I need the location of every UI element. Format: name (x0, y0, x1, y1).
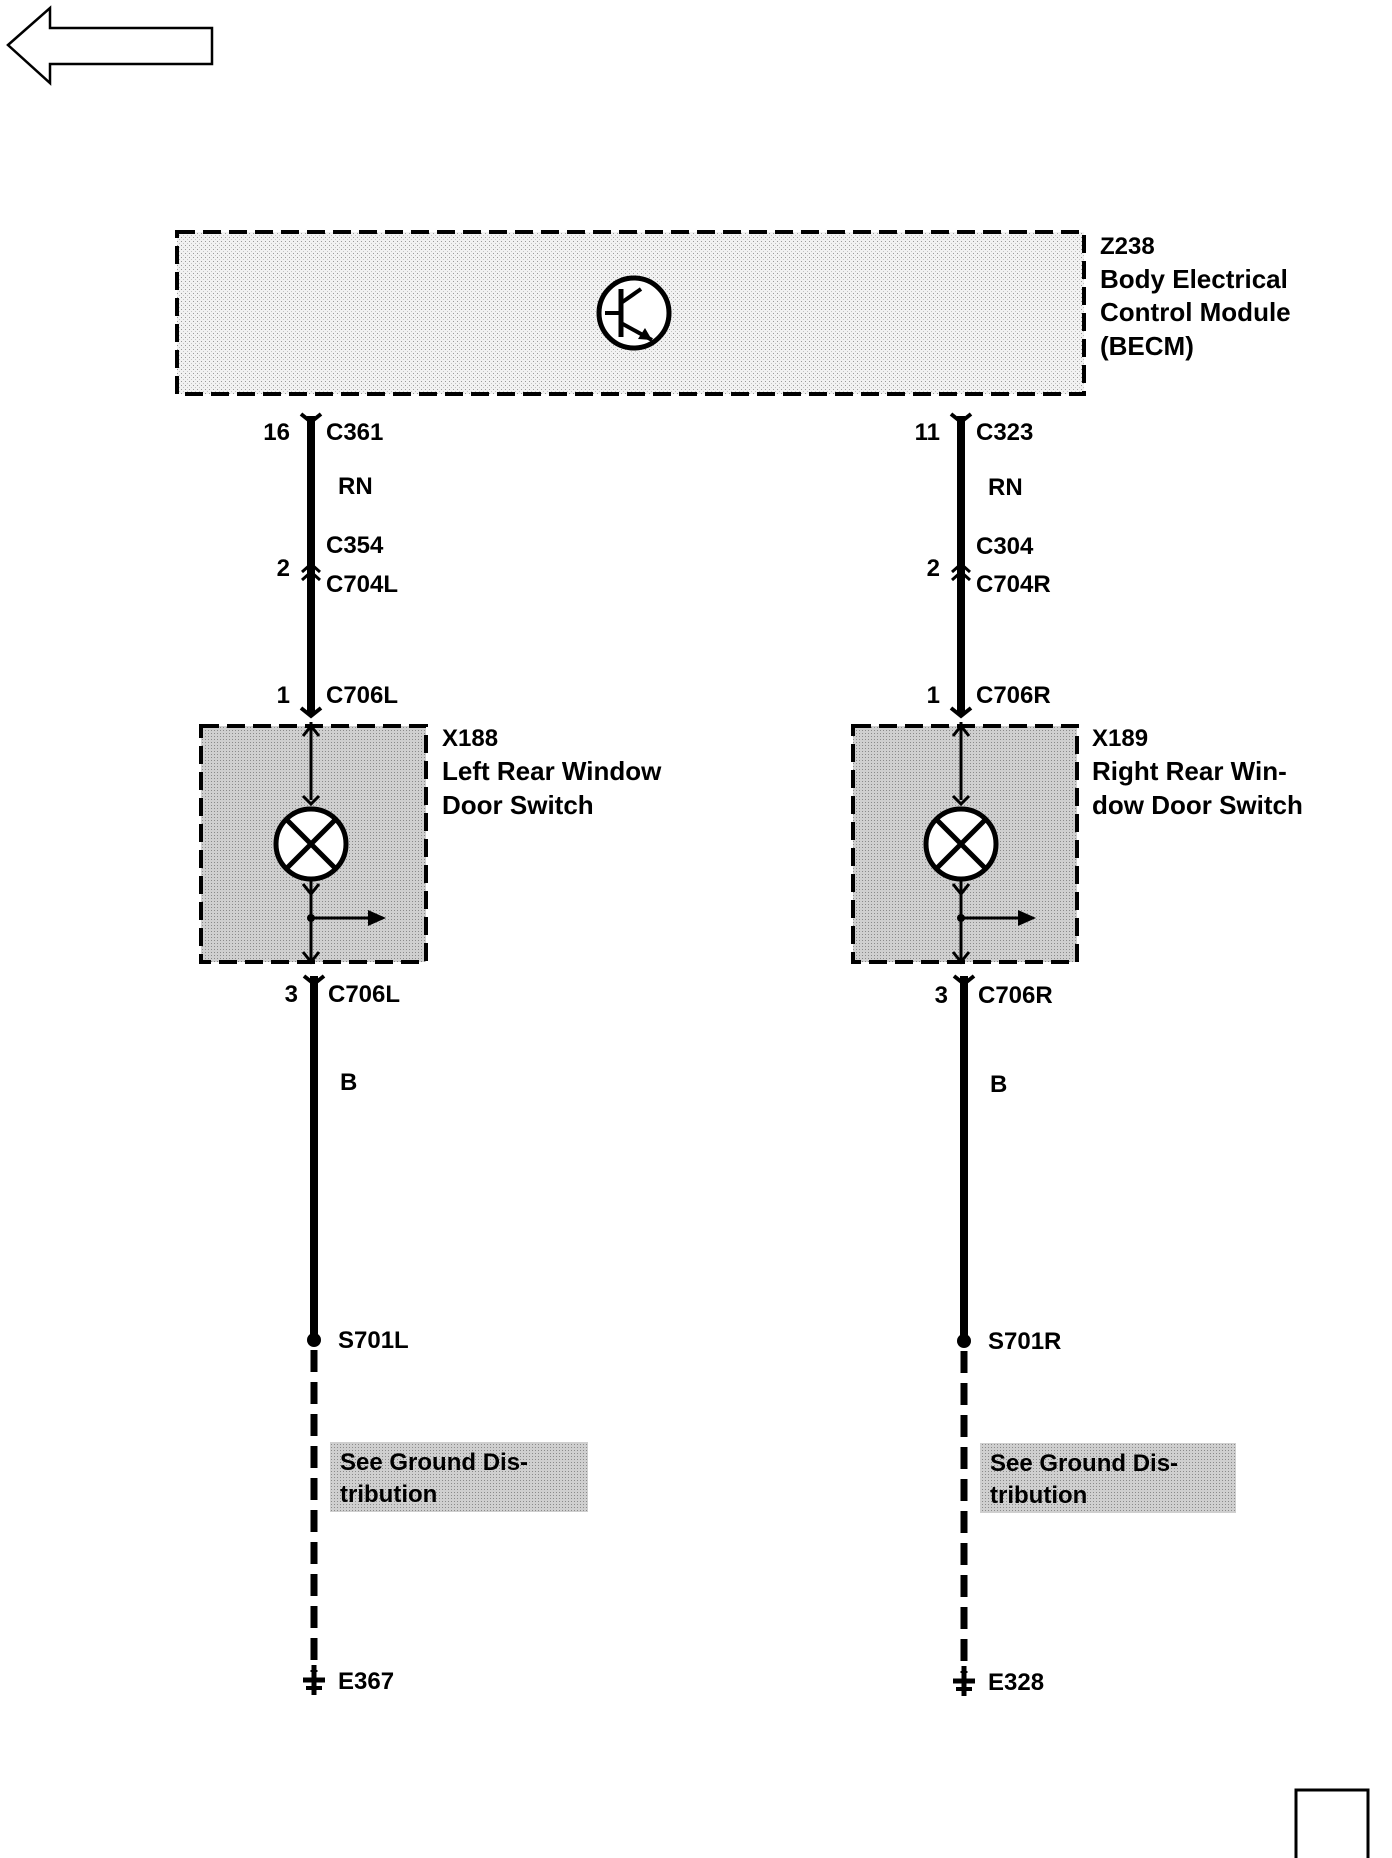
left-switch-out-pin: 3 (285, 981, 298, 1008)
left-inline-pin: 2 (277, 555, 290, 582)
left-inline-connector-b: C704L (326, 571, 398, 598)
right-ground-ref-line1: See Ground Dis- (990, 1450, 1178, 1477)
right-switch-name-line1: Right Rear Win- (1092, 756, 1287, 786)
left-switch-out-connector: C706L (328, 981, 400, 1008)
module-name-line2: Control Module (1100, 297, 1291, 327)
right-wire-color-top: RN (988, 474, 1023, 501)
left-top-connector: C361 (326, 419, 383, 446)
left-ground-ref-line2: tribution (340, 1481, 437, 1508)
left-wire-color-top: RN (338, 473, 373, 500)
right-top-connector: C323 (976, 419, 1033, 446)
right-splice-dot (957, 1334, 971, 1348)
becm-module: Z238 Body Electrical Control Module (BEC… (175, 230, 1291, 396)
left-ground-ref-line1: See Ground Dis- (340, 1449, 528, 1476)
next-page-button[interactable] (1294, 1788, 1370, 1858)
right-wire-color-bottom: B (990, 1071, 1007, 1098)
right-ground-ref-box (980, 1443, 1236, 1513)
left-wire-color-bottom: B (340, 1069, 357, 1096)
right-inline-connector-a: C304 (976, 533, 1034, 560)
left-arrow-icon (6, 5, 214, 86)
right-switch-box (851, 724, 1079, 964)
transistor-icon (596, 275, 672, 351)
right-switch-id: X189 (1092, 725, 1148, 752)
left-output-arrow-icon (368, 910, 386, 926)
left-ground-icon (303, 1665, 325, 1695)
left-ground: E367 (338, 1668, 394, 1695)
left-switch-id: X188 (442, 725, 498, 752)
right-switch-name-line2: dow Door Switch (1092, 790, 1303, 820)
left-splice-dot (307, 1333, 321, 1347)
left-ground-ref-box (330, 1442, 588, 1512)
left-top-pin: 16 (263, 419, 290, 446)
left-switch-name-line2: Door Switch (442, 790, 594, 820)
left-inline-connector-a: C354 (326, 532, 384, 559)
right-inline-pin: 2 (927, 555, 940, 582)
left-switch-in-pin: 1 (277, 682, 290, 709)
right-top-pin: 11 (915, 419, 940, 446)
right-output-arrow-icon (1018, 910, 1036, 926)
right-circuit: 11 C323 RN 2 C304 C704R 1 C706R X189 Rig… (851, 412, 1303, 1696)
right-ground-ref-line2: tribution (990, 1482, 1087, 1509)
right-switch-out-connector: C706R (978, 982, 1053, 1009)
left-switch-in-connector: C706L (326, 682, 398, 709)
right-splice: S701R (988, 1328, 1061, 1355)
right-switch-in-connector: C706R (976, 682, 1051, 709)
left-circuit: 16 C361 RN 2 C354 C704L 1 C706L X188 Lef… (199, 412, 662, 1695)
module-name-line1: Body Electrical (1100, 264, 1288, 294)
module-name-line3: (BECM) (1100, 331, 1194, 361)
left-switch-name-line1: Left Rear Window (442, 756, 662, 786)
left-splice: S701L (338, 1327, 409, 1354)
right-switch-in-pin: 1 (927, 682, 940, 709)
right-ground: E328 (988, 1669, 1044, 1696)
square-icon (1294, 1788, 1370, 1858)
right-inline-connector-b: C704R (976, 571, 1051, 598)
right-ground-icon (953, 1666, 975, 1696)
right-switch-out-pin: 3 (935, 982, 948, 1009)
module-id: Z238 (1100, 233, 1155, 260)
back-arrow-button[interactable] (6, 5, 214, 86)
